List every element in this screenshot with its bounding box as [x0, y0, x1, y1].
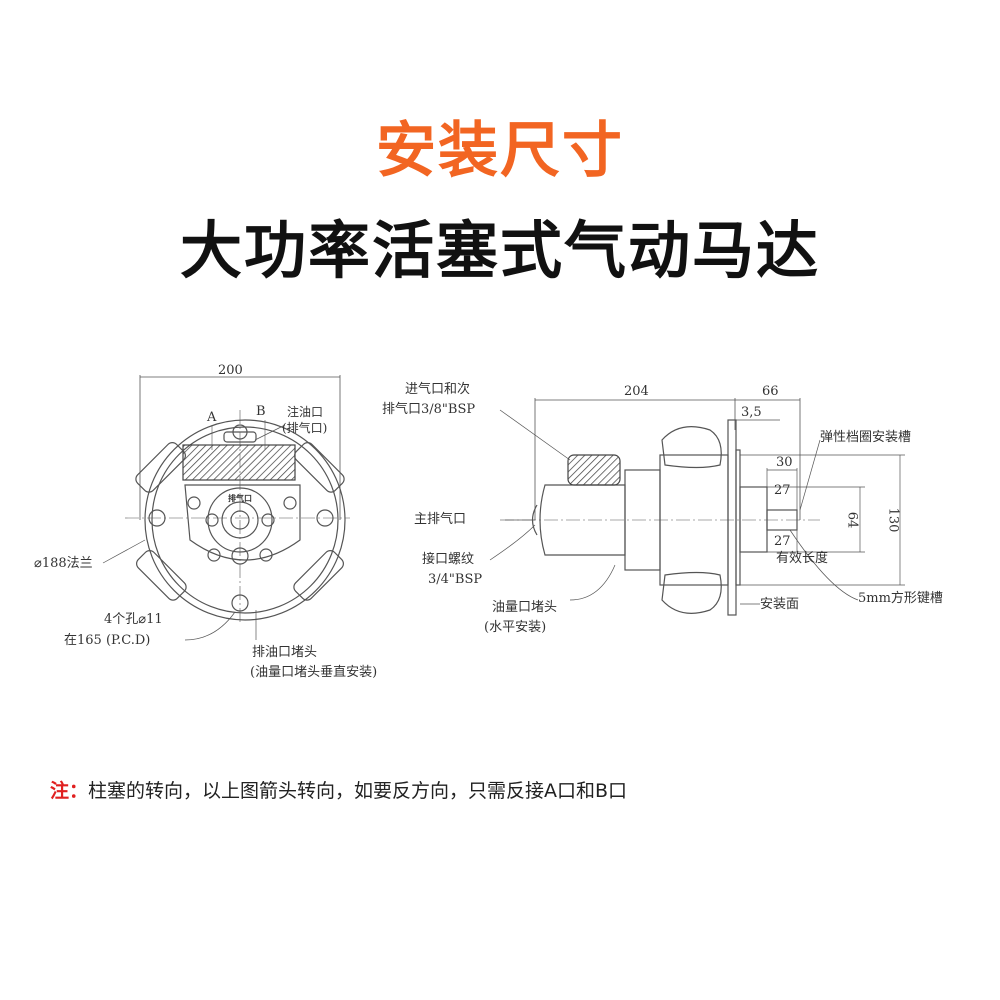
note-prefix: 注：: [50, 780, 89, 802]
mounting-face-label: 安装面: [760, 597, 800, 612]
holes-label: 4个孔⌀11: [104, 612, 163, 627]
dim-64: 64: [844, 511, 860, 529]
note-text: 柱塞的转向，以上图箭头转向，如要反方向，只需反接A口和B口: [88, 780, 628, 802]
section-title: 安装尺寸: [376, 116, 624, 186]
front-view-drawing: [102, 375, 350, 641]
exhaust-mark: 排气口: [228, 493, 252, 503]
drain-plug-label: 排油口堵头: [252, 645, 318, 660]
flange-outline: [144, 419, 346, 621]
dim-shaft-66: 66: [762, 384, 779, 399]
main-exhaust-label: 主排气口: [414, 512, 467, 527]
note: 注：柱塞的转向，以上图箭头转向，如要反方向，只需反接A口和B口: [50, 776, 627, 803]
dim-30: 30: [776, 455, 793, 470]
dim-27-bottom: 27: [774, 534, 791, 549]
side-view-drawing: [489, 398, 905, 616]
keyway-label: 5mm方形键槽: [858, 591, 943, 606]
inlet-sub-label: 排气口3/8"BSP: [382, 402, 476, 417]
dim-width-200: 200: [218, 363, 243, 378]
hatched-section: [182, 444, 296, 481]
dim-flange-3-5: 3,5: [741, 405, 762, 420]
product-title: 大功率活塞式气动马达: [179, 214, 820, 287]
dim-130: 130: [885, 507, 901, 533]
oil-fill-label: 注油口: [287, 405, 324, 419]
thread-sub-label: 3/4"BSP: [428, 572, 483, 587]
dim-27-top: 27: [774, 483, 791, 498]
port-b-label: B: [256, 404, 266, 419]
inlet-label: 进气口和次: [405, 382, 471, 397]
flange-label: ⌀188法兰: [34, 556, 93, 571]
dim-length-204: 204: [624, 384, 649, 399]
port-a-label: A: [207, 410, 217, 425]
effective-length-label: 有效长度: [776, 551, 829, 566]
thread-label: 接口螺纹: [422, 552, 475, 567]
holes-pcd-label: 在165 (P.C.D): [64, 633, 151, 648]
drain-plug-sub-label: (油量口堵头垂直安装): [250, 665, 378, 680]
oil-plug-sub-label: (水平安装): [484, 620, 547, 635]
oil-plug-label: 油量口堵头: [492, 600, 558, 615]
circlip-groove-label: 弹性档圈安装槽: [820, 430, 912, 445]
oil-fill-sub-label: (排气口): [282, 421, 328, 435]
